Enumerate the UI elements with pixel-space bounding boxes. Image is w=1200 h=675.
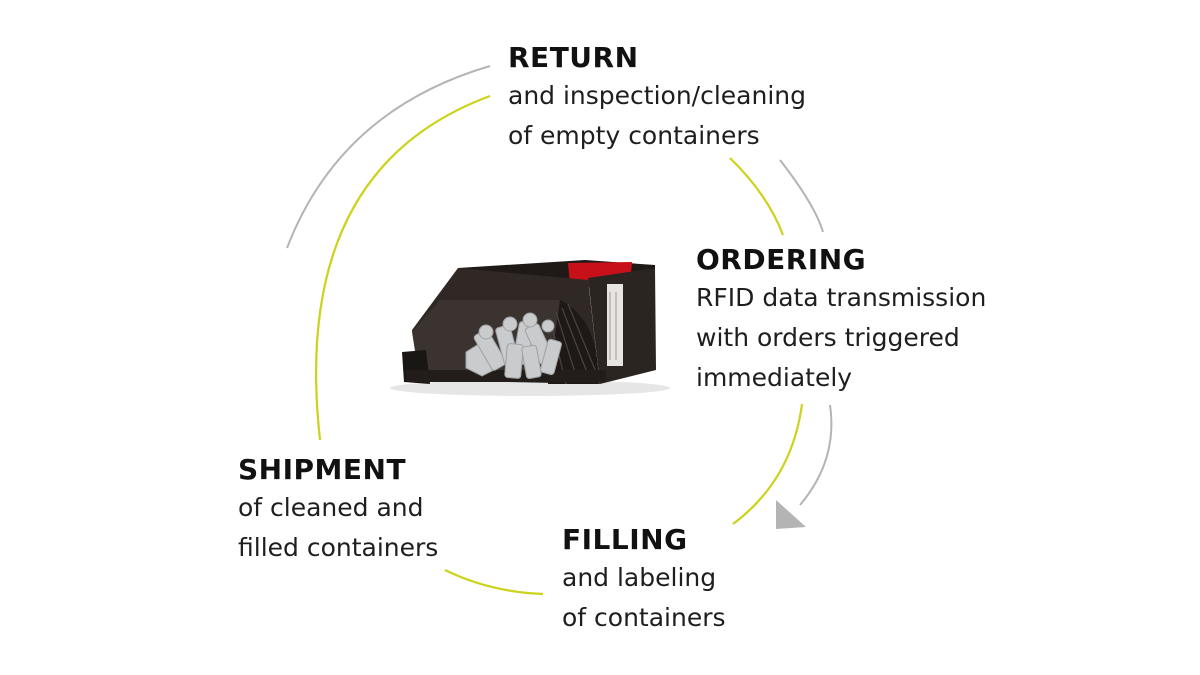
yellow-arc-right <box>732 403 804 525</box>
step-return-title: RETURN <box>508 41 639 74</box>
step-shipment: SHIPMENT of cleaned and filled container… <box>238 452 438 568</box>
step-filling-line-2: of containers <box>562 603 726 632</box>
step-return-line-1: and inspection/cleaning <box>508 81 806 110</box>
step-ordering-title: ORDERING <box>696 243 867 276</box>
gray-arc-right <box>799 404 833 506</box>
step-filling-line-1: and labeling <box>562 563 717 592</box>
step-filling: FILLING and labeling of containers <box>562 522 726 638</box>
step-return-line-2: of empty containers <box>508 121 760 150</box>
step-shipment-title: SHIPMENT <box>238 453 407 486</box>
step-ordering-line-3: immediately <box>696 363 853 392</box>
step-ordering-line-1: RFID data transmission <box>696 283 987 312</box>
step-filling-title: FILLING <box>562 523 688 556</box>
flow-arrowhead-icon <box>776 500 806 529</box>
step-ordering-line-2: with orders triggered <box>696 323 960 352</box>
yellow-arc-bottom <box>444 569 544 596</box>
step-return: RETURN and inspection/cleaning of empty … <box>508 40 806 156</box>
yellow-arc-left <box>314 94 491 441</box>
yellow-arc-top-right <box>729 157 785 236</box>
step-shipment-line-2: filled containers <box>238 533 439 562</box>
gray-arc-top-left <box>286 65 491 249</box>
gray-arc-top-right <box>779 159 824 233</box>
step-ordering: ORDERING RFID data transmission with ord… <box>696 242 986 398</box>
step-shipment-line-1: of cleaned and <box>238 493 424 522</box>
storage-bin-image <box>390 260 670 396</box>
